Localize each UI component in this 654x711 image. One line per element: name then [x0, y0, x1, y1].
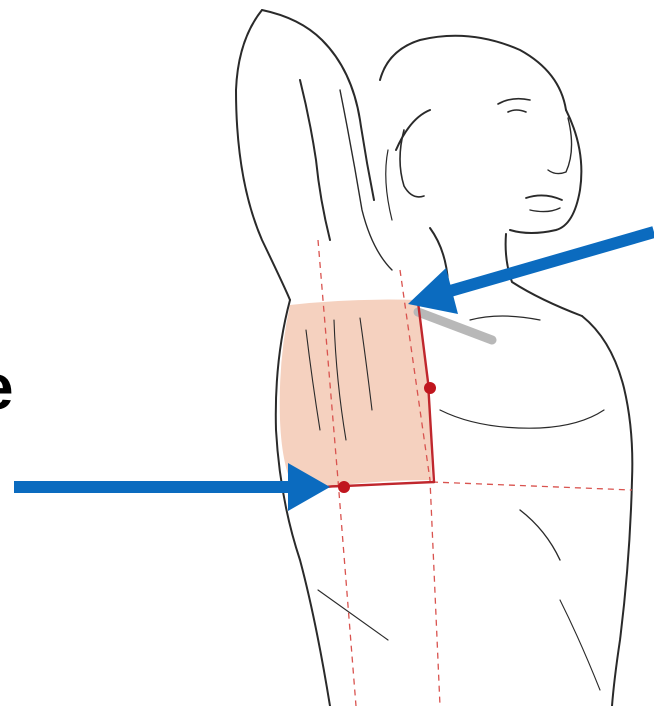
lower-boundary-marker	[338, 481, 350, 493]
partial-side-label: e	[0, 355, 14, 419]
axillary-shadow	[418, 312, 492, 340]
upper-boundary-marker	[424, 382, 436, 394]
lower-arrow	[14, 463, 330, 511]
upper-arrow	[408, 232, 654, 314]
shaded-zone	[280, 300, 432, 492]
